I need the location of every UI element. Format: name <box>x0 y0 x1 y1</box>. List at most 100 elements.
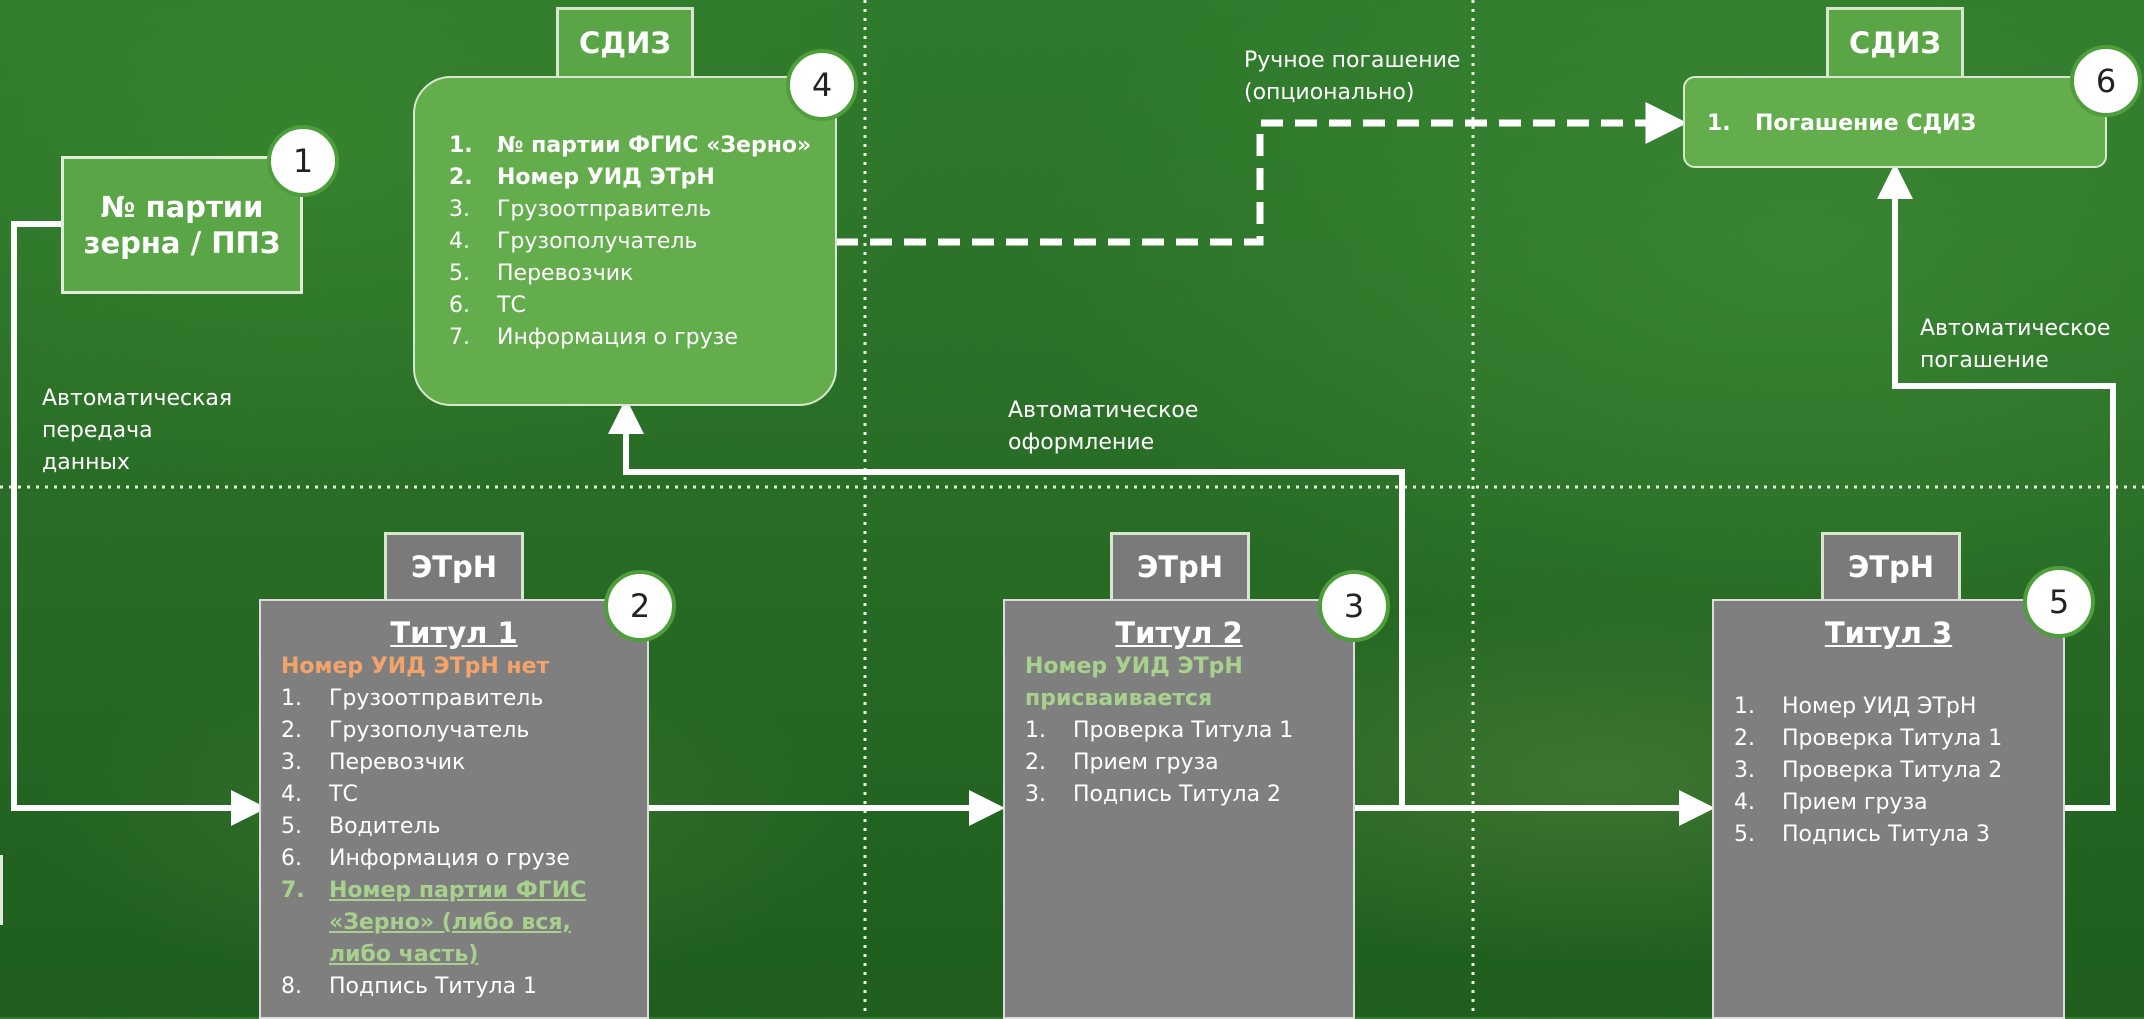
arrow-manual-redeem <box>836 102 1688 246</box>
list-item: 6. Информация о грузе <box>281 843 647 875</box>
list-item: 6. ТС <box>449 290 835 322</box>
step-badge-2: 2 <box>604 570 676 642</box>
sdiz-right-list: 1. Погашение СДИЗ <box>1707 108 2105 140</box>
list-item: 2. Прием груза <box>1025 747 1353 779</box>
list-item-number: 5. <box>449 261 470 286</box>
list-item-text: ТС <box>329 782 358 807</box>
list-item: 3.Подпись Титула 2 <box>1025 779 1353 811</box>
arrow-title3-to-sdiz-redeem <box>1877 163 2116 811</box>
title1-box: Титул 1 Номер УИД ЭТрН нет 1.Грузоотправ… <box>259 599 649 1019</box>
list-item: 2.Проверка Титула 1 <box>1734 723 2063 755</box>
list-item: 1. № партии ФГИС «Зерно» <box>449 130 835 162</box>
label-auto-transfer: Автоматическая передача данных <box>42 386 233 475</box>
label-auto-redeem: Автоматическое погашение <box>1920 316 2111 373</box>
list-item-text: Информация о грузе <box>497 325 738 350</box>
list-item-text: Грузополучатель <box>497 229 698 254</box>
list-item-number: 1. <box>281 686 302 711</box>
list-item: 3. Проверка Титула 2 <box>1734 755 2063 787</box>
step-badge-5: 5 <box>2023 566 2095 638</box>
list-item-number: 4. <box>281 782 302 807</box>
list-item: 7. Информация о грузе <box>449 322 835 354</box>
list-item-number: 2. <box>449 165 473 190</box>
grain-batch-line2: зерна / ППЗ <box>83 226 281 260</box>
grain-batch-line1: № партии <box>100 190 264 224</box>
sdiz-right-tab: СДИЗ <box>1826 7 1964 79</box>
list-item: 8. Подпись Титула 1 <box>281 971 647 1003</box>
list-item: 4. ТС <box>281 779 647 811</box>
list-item-number: 1. <box>449 133 473 158</box>
list-item-text: Проверка Титула 2 <box>1782 758 2003 783</box>
list-item-text: Погашение СДИЗ <box>1755 111 1977 136</box>
list-item: 1. Грузоотправитель <box>281 683 647 715</box>
title1-tab: ЭТрН <box>384 532 524 602</box>
list-item-text: Информация о грузе <box>329 846 570 871</box>
list-item: 1. Погашение СДИЗ <box>1707 108 2105 140</box>
list-item: 5. Водитель <box>281 811 647 843</box>
list-item: 5. Перевозчик <box>449 258 835 290</box>
step-badge-1: 1 <box>267 125 339 197</box>
list-item-number: 3. <box>281 750 302 775</box>
list-item-number: 7. <box>281 878 305 903</box>
list-item-number: 3. <box>1734 758 1755 783</box>
list-item: 1. Проверка Титула 1 <box>1025 715 1353 747</box>
list-item-number: 2. <box>1025 750 1046 775</box>
sdiz-top-tab: СДИЗ <box>556 7 694 79</box>
step-badge-4: 4 <box>786 49 858 121</box>
list-item-text: Водитель <box>329 814 441 839</box>
list-item-number: 3. <box>449 197 470 222</box>
list-item: 7. Номер партии ФГИС «Зерно» (либо вся, л… <box>281 875 647 971</box>
list-item-number: 5. <box>1734 822 1755 847</box>
label-manual-redeem: Ручное погашение (опционально) <box>1244 48 1461 105</box>
list-item-text: Номер УИД ЭТрН <box>1782 694 1977 719</box>
list-item-text: Проверка Титула 1 <box>1073 718 1294 743</box>
arrow-title2-to-sdiz <box>608 398 1405 808</box>
title1-list: 1. Грузоотправитель 2. Грузополучатель 3. Пер… <box>281 683 647 1003</box>
list-item-number: 6. <box>281 846 302 871</box>
list-item-text: Грузоотправитель <box>329 686 544 711</box>
list-item-number: 2. <box>281 718 302 743</box>
list-item: 1.Номер УИД ЭТрН <box>1734 691 2063 723</box>
list-item: 3. Грузоотправитель <box>449 194 835 226</box>
list-item-text: Подпись Титула 1 <box>329 974 538 999</box>
list-item-text: Номер УИД ЭТрН <box>497 165 715 190</box>
list-item: 3. Перевозчик <box>281 747 647 779</box>
list-item-text: Проверка Титула 1 <box>1782 726 2003 751</box>
title2-box: Титул 2 Номер УИД ЭТрН присваивается 1. П… <box>1003 599 1355 1019</box>
title2-tab: ЭТрН <box>1110 532 1250 602</box>
list-item-text: Грузоотправитель <box>497 197 712 222</box>
list-item-number: 7. <box>449 325 470 350</box>
list-item-text: Грузополучатель <box>329 718 530 743</box>
list-item-number: 1. <box>1707 111 1731 136</box>
sdiz-right-box: 1. Погашение СДИЗ <box>1683 76 2107 168</box>
list-item-text: Подпись Титула 2 <box>1073 782 1282 807</box>
title2-heading: Титул 2 <box>1115 616 1243 650</box>
list-item-text: № партии ФГИС «Зерно» <box>497 133 812 158</box>
list-item-text: Подпись Титула 3 <box>1782 822 1991 847</box>
list-item-text: Номер партии ФГИС «Зерно» (либо вся, либ… <box>329 878 587 967</box>
title2-status: Номер УИД ЭТрН присваивается <box>1025 654 1243 711</box>
step-badge-6: 6 <box>2070 45 2142 117</box>
title1-status: Номер УИД ЭТрН нет <box>281 654 550 679</box>
sdiz-top-box: 1. № партии ФГИС «Зерно» 2. Номер УИД ЭТрН 3… <box>413 76 837 406</box>
list-item-number: 8. <box>281 974 302 999</box>
list-item-number: 1. <box>1025 718 1046 743</box>
sdiz-top-list: 1. № партии ФГИС «Зерно» 2. Номер УИД ЭТрН 3… <box>449 130 835 354</box>
title3-heading: Титул 3 <box>1824 616 1953 650</box>
step-badge-3: 3 <box>1318 570 1390 642</box>
edge-bracket <box>0 855 3 925</box>
list-item-text: Прием груза <box>1782 790 1928 815</box>
grain-batch-box: № партии зерна / ППЗ <box>61 156 303 294</box>
list-item-text: ТС <box>497 293 526 318</box>
list-item-text: Перевозчик <box>329 750 466 775</box>
list-item-text: Прием груза <box>1073 750 1219 775</box>
list-item-text: Перевозчик <box>497 261 634 286</box>
list-item-number: 5. <box>281 814 302 839</box>
list-item-number: 4. <box>1734 790 1755 815</box>
title3-tab: ЭТрН <box>1821 532 1961 602</box>
list-item-number: 6. <box>449 293 470 318</box>
list-item: 2. Номер УИД ЭТрН <box>449 162 835 194</box>
title2-list: 1. Проверка Титула 1 2. Прием груза 3.Подпис… <box>1025 715 1353 811</box>
list-item-number: 4. <box>449 229 470 254</box>
